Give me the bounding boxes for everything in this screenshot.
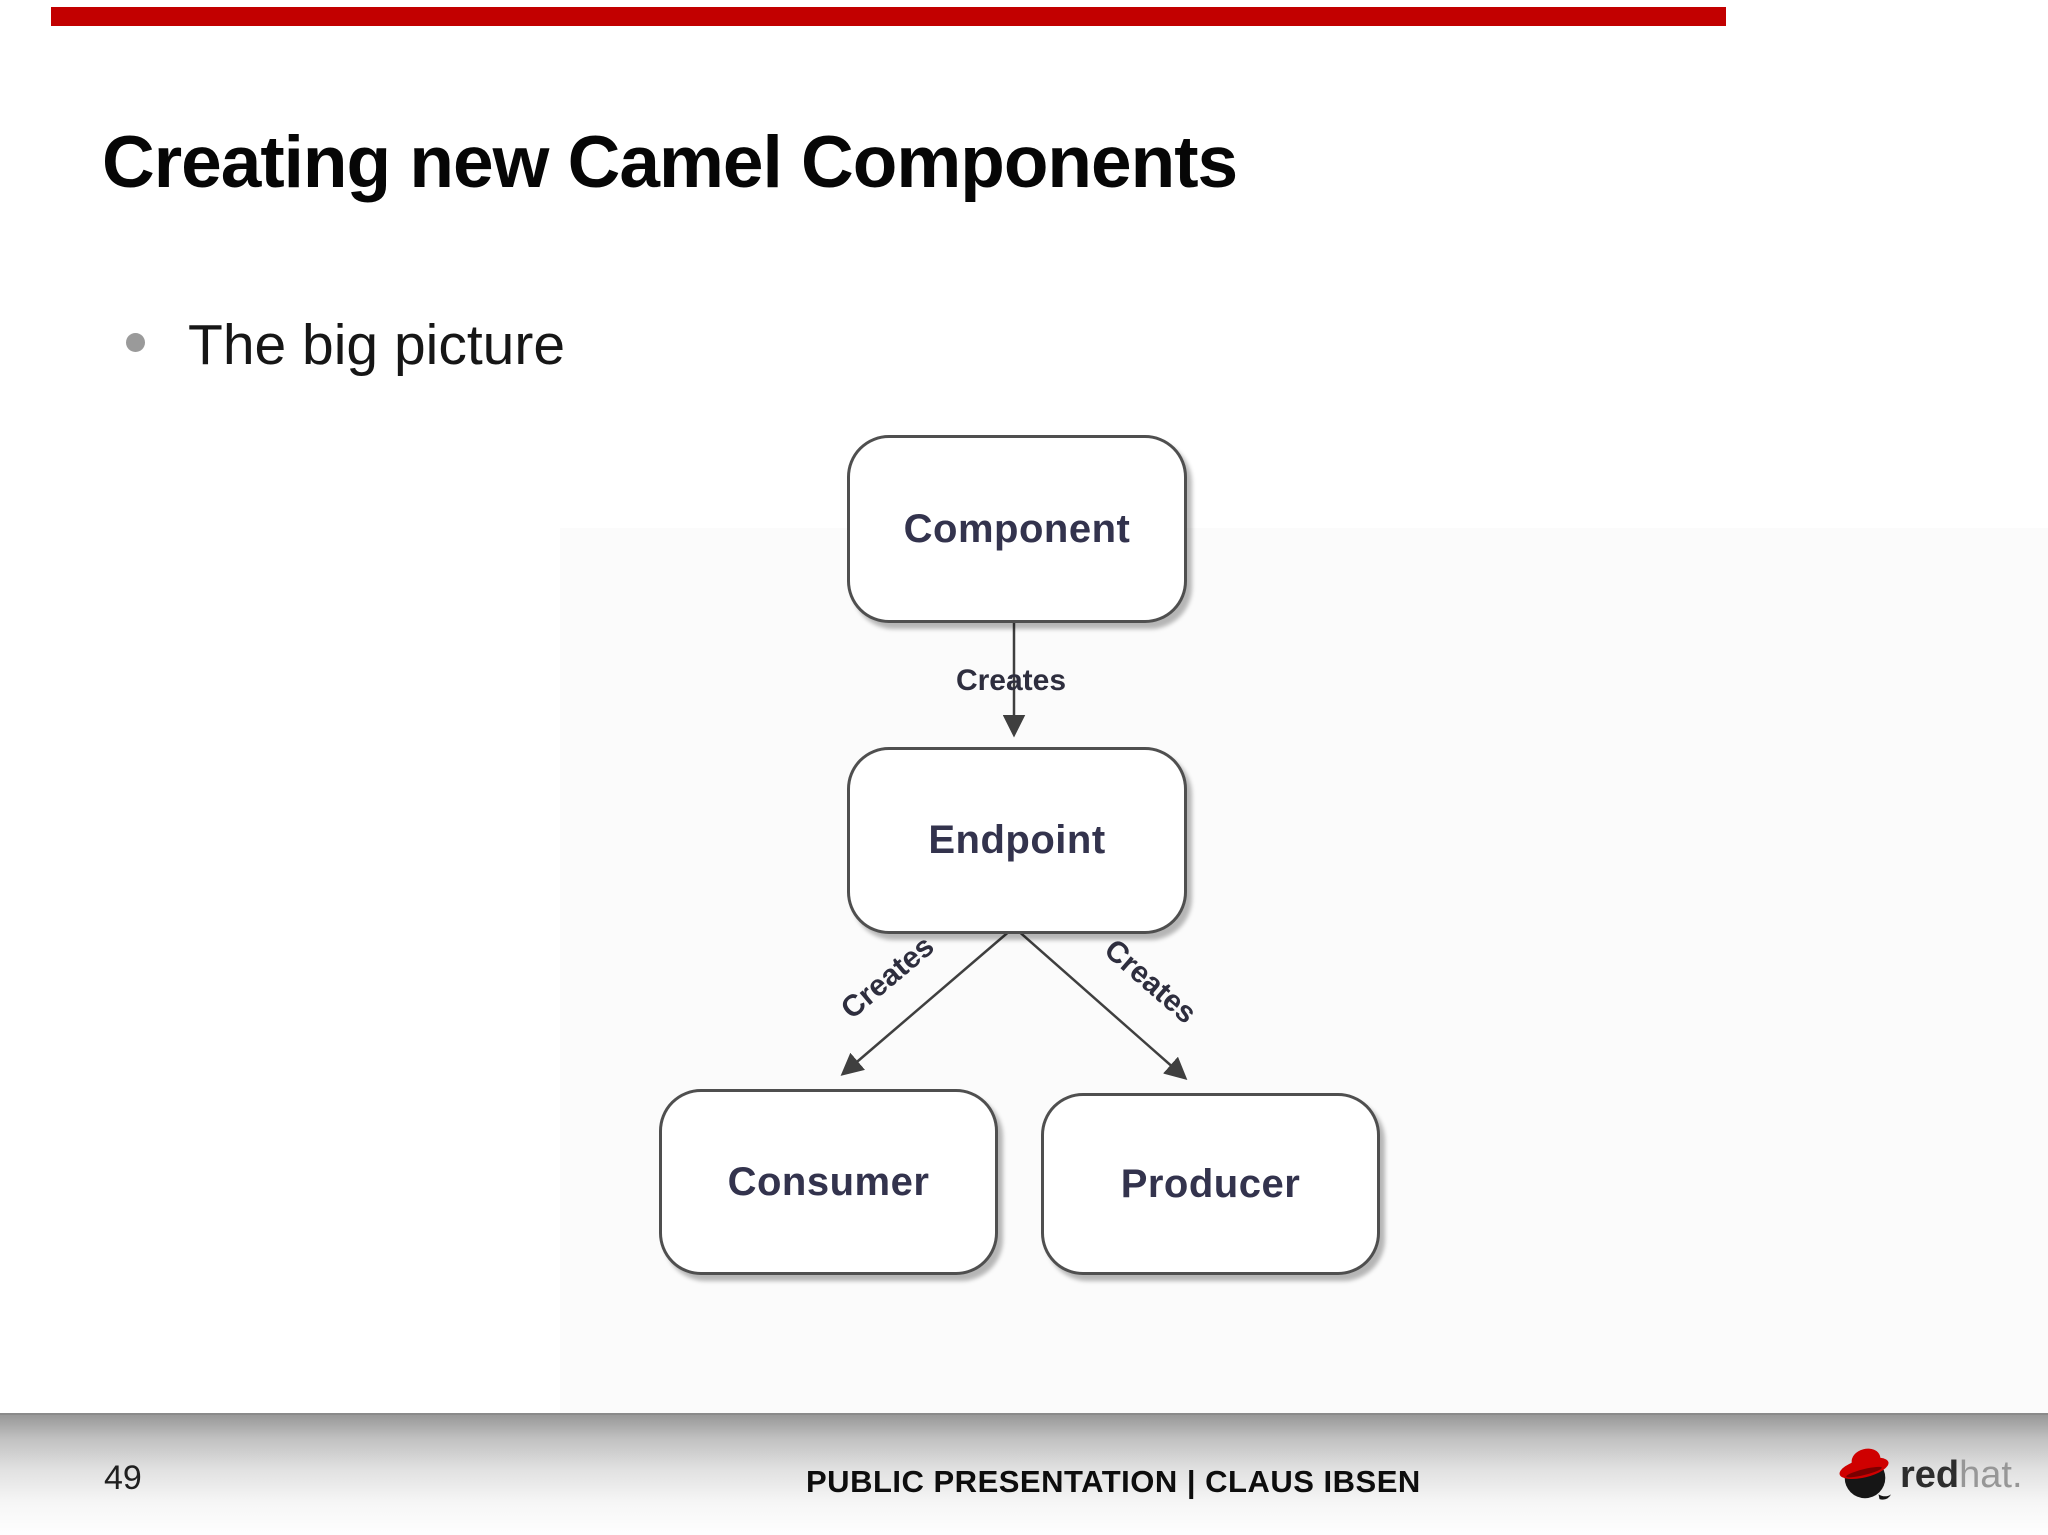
redhat-hat-icon: [1839, 1448, 1892, 1500]
footer-gradient-band: [0, 1413, 2048, 1535]
diagram-node-endpoint: Endpoint: [847, 747, 1187, 934]
redhat-logo-text: redhat.: [1900, 1446, 2023, 1504]
arrow-endpoint-consumer: [840, 928, 1013, 1076]
page-number: 49: [104, 1459, 142, 1497]
slide-title: Creating new Camel Components: [102, 122, 1238, 203]
bullet-text: The big picture: [188, 313, 566, 377]
bullet-icon: [126, 333, 145, 352]
edge-label-creates-endpoint: Creates: [955, 664, 1067, 697]
diagram-node-consumer: Consumer: [659, 1089, 998, 1275]
logo-text-hat: hat.: [1959, 1454, 2023, 1496]
footer-text: PUBLIC PRESENTATION | CLAUS IBSEN: [806, 1464, 1421, 1499]
diagram-node-component: Component: [847, 435, 1187, 623]
diagram-node-producer: Producer: [1041, 1093, 1380, 1275]
arrow-endpoint-producer: [1015, 928, 1188, 1080]
logo-text-red: red: [1900, 1454, 1960, 1496]
top-accent-bar: [51, 7, 1726, 26]
redhat-logo: redhat.: [1836, 1446, 2023, 1504]
